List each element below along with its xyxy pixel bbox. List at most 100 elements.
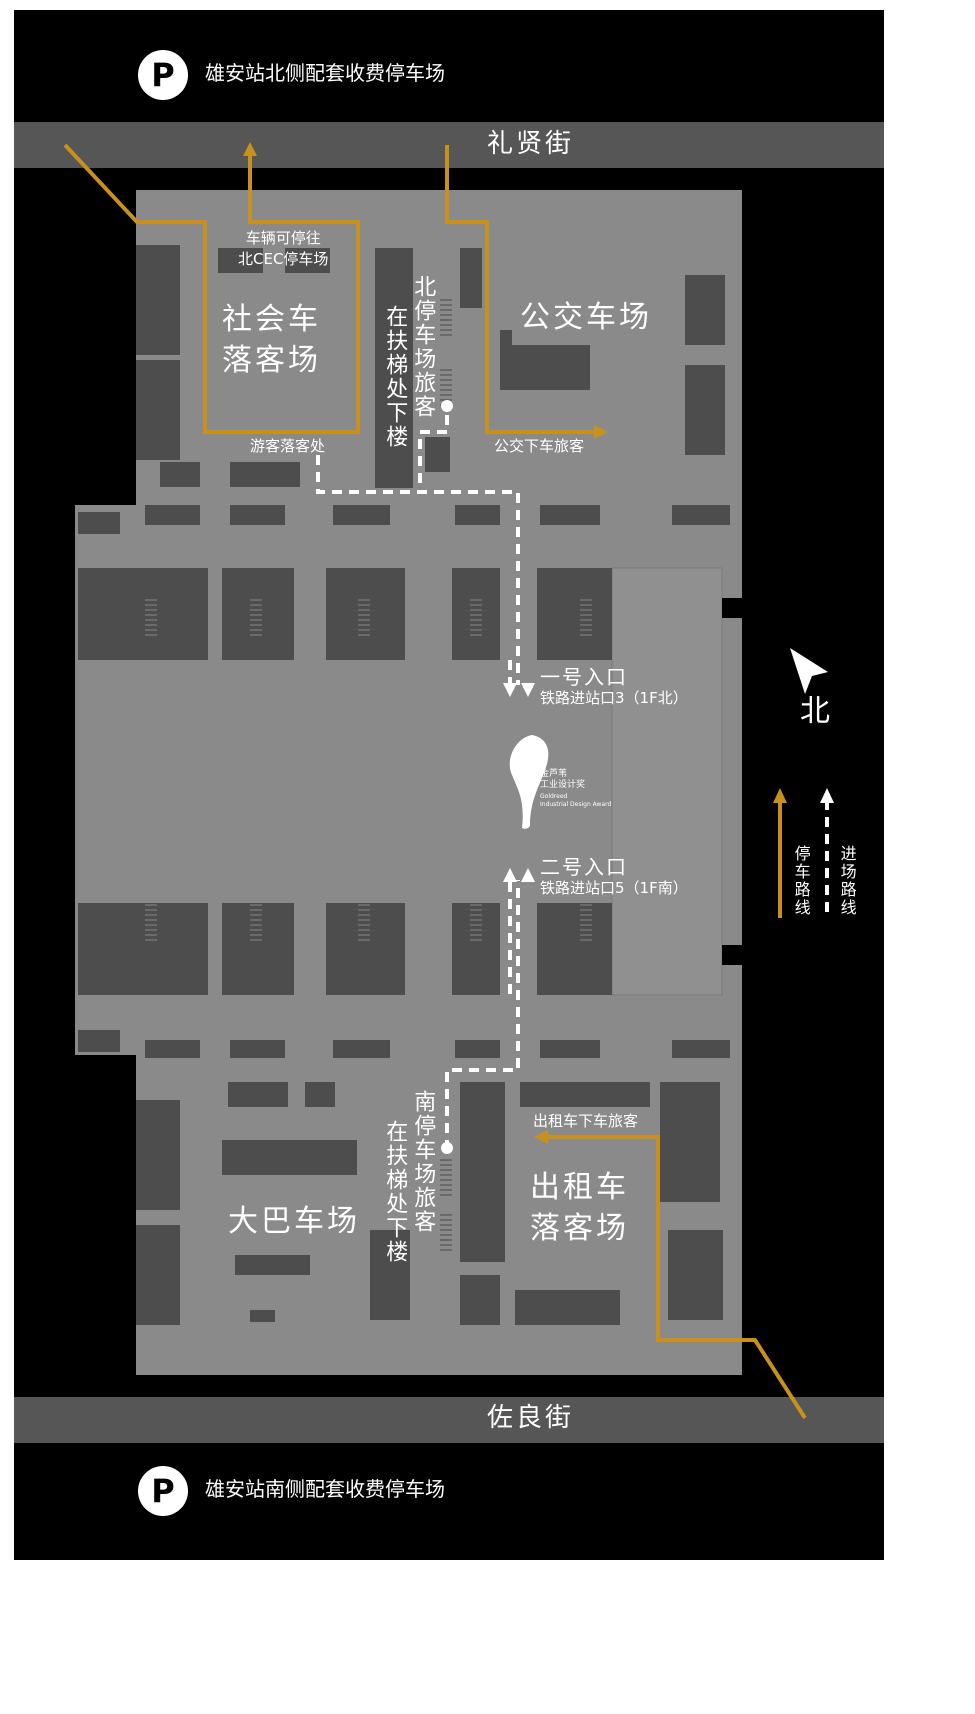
entrance-two-title[interactable]: 二号入口 xyxy=(540,855,628,879)
area-coach-park: 大巴车场 xyxy=(228,1204,360,1239)
building-block xyxy=(685,365,725,455)
building-block xyxy=(222,1140,357,1175)
building-block xyxy=(460,248,482,308)
building-block xyxy=(500,330,512,360)
building-block xyxy=(660,1082,720,1202)
parking-icon: P xyxy=(138,1466,188,1516)
building-block xyxy=(250,1310,275,1322)
building-block xyxy=(136,245,180,355)
building-block xyxy=(78,568,208,660)
building-block xyxy=(78,903,208,995)
entrance-two-sub: 铁路进站口5（1F南） xyxy=(540,879,688,897)
building-block xyxy=(452,903,500,995)
bus-passengers-label: 公交下车旅客 xyxy=(494,437,585,455)
logo-text-cn1: 金芦苇 xyxy=(540,769,568,779)
logo-text-cn2: 工业设计奖 xyxy=(540,780,586,790)
parking-icon: P xyxy=(138,50,188,100)
entrance-one-title[interactable]: 一号入口 xyxy=(540,665,628,689)
notch xyxy=(722,598,744,618)
south-stairs-label: 在扶梯处下楼 xyxy=(382,1120,408,1264)
north-stairs-label: 在扶梯处下楼 xyxy=(382,305,408,449)
building-block xyxy=(230,1040,285,1058)
building-block xyxy=(455,1040,500,1058)
arrow-up-icon xyxy=(243,142,257,156)
parking-route xyxy=(63,142,807,1420)
route-arrows xyxy=(441,400,834,1154)
building-block xyxy=(145,1040,200,1058)
pin-icon xyxy=(441,1142,453,1154)
logo-text-en1: Goldreed xyxy=(540,793,568,800)
building-block xyxy=(540,505,600,525)
south-parking-passengers-label: 南停车场旅客 xyxy=(410,1090,436,1234)
building-block xyxy=(230,505,285,525)
north-parking-passengers-label: 北停车场旅客 xyxy=(410,275,436,419)
arrow-up-icon xyxy=(503,868,517,882)
building-block xyxy=(672,1040,730,1058)
building-block xyxy=(145,505,200,525)
area-social-car: 社会车 落客场 xyxy=(222,302,321,378)
building-block xyxy=(460,1275,500,1325)
area-bus-depot: 公交车场 xyxy=(520,300,652,335)
arrow-up-icon xyxy=(820,788,834,803)
street-south: 佐良街 xyxy=(487,1403,575,1433)
building-block xyxy=(218,248,263,273)
area-taxi: 出租车 落客场 xyxy=(530,1170,629,1246)
building-block xyxy=(375,248,413,488)
legend-parking-route: 停车路线 xyxy=(791,845,811,917)
building-block xyxy=(515,1290,620,1325)
road-south xyxy=(14,1397,884,1443)
building-block xyxy=(136,360,180,460)
building-block xyxy=(160,462,200,487)
compass-north-label: 北 xyxy=(800,694,830,729)
notch xyxy=(722,945,744,965)
building-block xyxy=(537,568,612,660)
building-block xyxy=(460,1082,505,1262)
building-block xyxy=(285,248,330,273)
legend-entry-route: 进场路线 xyxy=(837,845,857,917)
building-block xyxy=(685,275,725,345)
building-block xyxy=(222,903,294,995)
entry-route xyxy=(316,415,829,1150)
building-block xyxy=(78,1030,120,1052)
arrow-up-icon xyxy=(521,868,535,882)
buildings xyxy=(78,245,730,1325)
building-block xyxy=(333,1040,390,1058)
escalators xyxy=(145,299,592,1251)
building-block xyxy=(520,1082,650,1107)
route-south-taxi xyxy=(546,1135,807,1420)
building-block xyxy=(537,903,612,995)
arrow-down-icon xyxy=(503,683,517,697)
north-parking-label[interactable]: 雄安站北侧配套收费停车场 xyxy=(205,61,445,85)
building-block xyxy=(540,1040,600,1058)
route-north-social xyxy=(63,143,360,434)
building-block xyxy=(668,1230,723,1320)
cec-note: 车辆可停往 北CEC停车场 xyxy=(238,229,329,268)
building-block xyxy=(370,1230,410,1320)
entrance-one-sub: 铁路进站口3（1F北） xyxy=(540,689,688,707)
arrow-up-icon xyxy=(773,788,787,803)
route-north-bus xyxy=(445,145,596,434)
building-block xyxy=(455,505,500,525)
arrow-right-icon xyxy=(594,425,608,439)
building-block xyxy=(235,1255,310,1275)
building-block xyxy=(78,512,120,534)
building-block xyxy=(326,903,405,995)
pin-icon xyxy=(441,400,453,412)
compass-arrow-icon xyxy=(790,648,828,694)
visitor-dropoff-label: 游客落客处 xyxy=(250,437,326,455)
taxi-passengers-label: 出租车下车旅客 xyxy=(533,1112,639,1130)
street-north: 礼贤街 xyxy=(487,129,575,159)
building-block xyxy=(500,345,590,390)
building-block xyxy=(228,1082,288,1107)
building-block xyxy=(333,505,390,525)
building-block xyxy=(425,437,450,472)
building-block xyxy=(305,1082,335,1107)
logo-text-en2: Industrial Design Award xyxy=(540,801,612,808)
building-block xyxy=(672,505,730,525)
south-parking-label[interactable]: 雄安站南侧配套收费停车场 xyxy=(205,1477,445,1501)
building-block xyxy=(230,462,300,487)
arrow-down-icon xyxy=(521,683,535,697)
building-block xyxy=(136,1100,180,1210)
concourse-hall xyxy=(611,567,723,996)
